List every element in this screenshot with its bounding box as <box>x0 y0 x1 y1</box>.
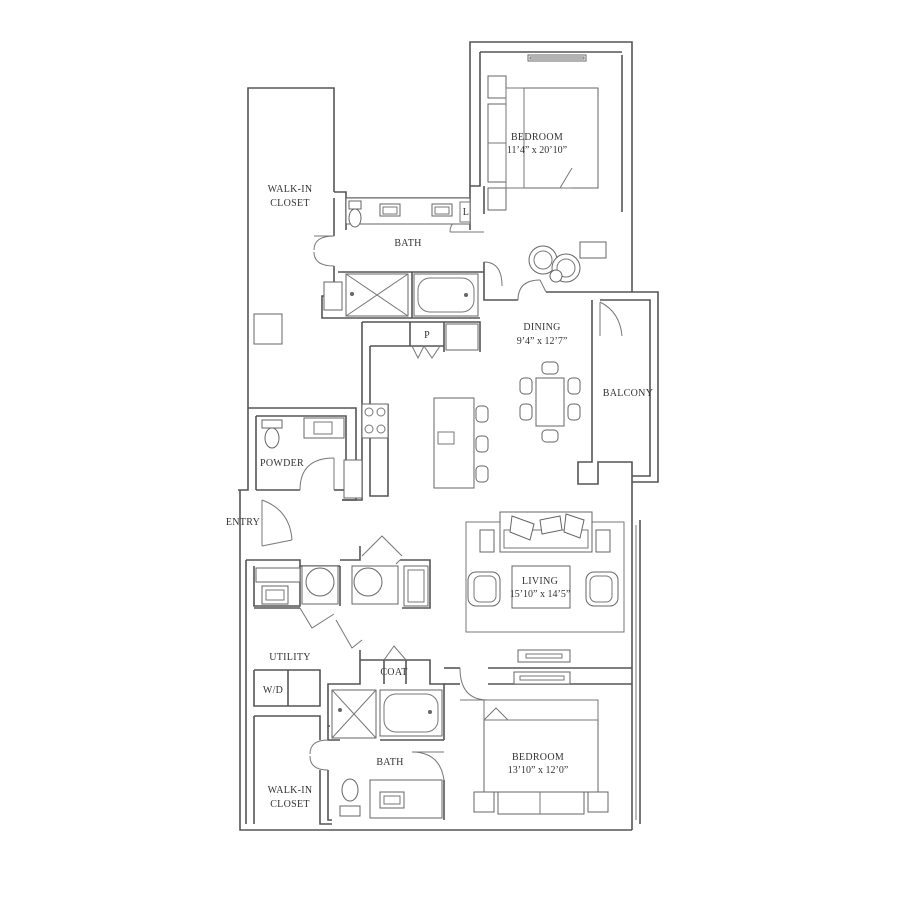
washer-dryer-name: W/D <box>263 685 283 696</box>
powder-fixtures <box>261 417 345 449</box>
balcony-name: BALCONY <box>603 388 653 399</box>
bedroom-top-dims: 11’4” x 20’10” <box>507 145 567 156</box>
armchair-icon <box>467 571 501 607</box>
bath-bottom-name: BATH <box>376 757 403 768</box>
bathtub-icon <box>413 273 479 317</box>
outer-walls <box>238 41 659 831</box>
bath-top-fixtures <box>323 197 479 317</box>
living-dims: 15’10” x 14’5” <box>510 589 571 600</box>
bedroom-top-furniture <box>487 54 607 283</box>
coffee-table <box>511 565 571 609</box>
tv-console <box>517 649 571 663</box>
dryer-icon <box>353 567 383 597</box>
utility-name: UTILITY <box>269 652 311 663</box>
walkin-top-line1: WALK-IN <box>268 184 313 195</box>
room-labels: BEDROOM 11’4” x 20’10” WALK-IN CLOSET BA… <box>226 132 653 810</box>
toilet-icon <box>339 778 361 817</box>
doors <box>261 217 623 781</box>
dining-dims: 9’4” x 12’7” <box>517 336 568 347</box>
armchair-icon <box>528 245 581 283</box>
coat-name: COAT <box>380 667 407 678</box>
washer-icon <box>305 567 335 597</box>
bedroom-bottom-dims: 13’10” x 12’0” <box>508 765 569 776</box>
entry-name: ENTRY <box>226 517 260 528</box>
bedroom-bottom-name: BEDROOM <box>512 752 564 763</box>
walkin-bottom-line2: CLOSET <box>270 799 310 810</box>
pantry-name: P <box>424 330 430 341</box>
dining-name: DINING <box>523 322 560 333</box>
sink-icon <box>313 421 333 435</box>
linen-name: L <box>463 207 469 218</box>
walkin-bottom-line1: WALK-IN <box>268 785 313 796</box>
bathtub-icon <box>379 689 443 737</box>
living-name: LIVING <box>522 576 558 587</box>
walkin-top-line2: CLOSET <box>270 198 310 209</box>
dining-table-icon <box>519 361 581 443</box>
shower-icon <box>331 689 377 739</box>
interior-walls <box>246 186 632 825</box>
bath-bottom-fixtures <box>331 689 443 819</box>
toilet-icon <box>261 419 283 449</box>
kitchen <box>343 323 489 499</box>
toilet-icon <box>348 200 362 228</box>
laundry-fixtures <box>255 565 429 607</box>
armchair-icon <box>585 571 619 607</box>
sofa-icon <box>499 511 593 553</box>
bath-top-name: BATH <box>394 238 421 249</box>
sink-icon <box>437 431 455 445</box>
bed-top-icon <box>505 87 599 189</box>
shower-icon <box>345 273 409 317</box>
closet-shelf <box>253 313 283 345</box>
powder-name: POWDER <box>260 458 304 469</box>
bedroom-top-name: BEDROOM <box>511 132 563 143</box>
living-furniture <box>465 511 625 663</box>
bedroom-bottom-furniture <box>473 671 609 815</box>
